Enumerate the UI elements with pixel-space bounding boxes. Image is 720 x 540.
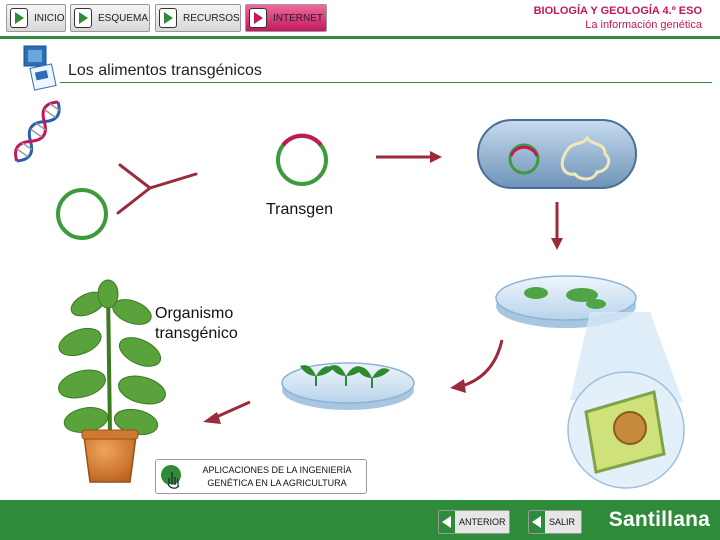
- header-divider: [0, 36, 720, 39]
- exit-button[interactable]: SALIR: [528, 510, 582, 534]
- link-line2: GENÉTICA EN LA AGRICULTURA: [207, 478, 347, 488]
- nav-inicio-label: INICIO: [34, 12, 65, 24]
- play-icon: [10, 8, 28, 28]
- play-icon: [159, 8, 177, 28]
- transgenic-process-diagram: [14, 100, 685, 489]
- inserted-gene-icon: [281, 133, 323, 147]
- nav-recursos-label: RECURSOS: [183, 12, 240, 24]
- footer-bar: [0, 500, 720, 540]
- nav-internet-label: INTERNET: [273, 12, 323, 24]
- arrow-down-icon: [551, 202, 563, 250]
- previous-label: ANTERIOR: [459, 517, 506, 527]
- play-icon: [74, 8, 92, 28]
- arrow-left-icon: [203, 400, 251, 424]
- nav-inicio-button[interactable]: INICIO: [6, 4, 66, 32]
- bacterium-icon: [477, 119, 637, 189]
- page-title: Los alimentos transgénicos: [68, 62, 262, 79]
- previous-button[interactable]: ANTERIOR: [438, 510, 510, 534]
- organism-label-line2: transgénico: [155, 325, 238, 342]
- organism-label-line1: Organismo: [155, 305, 234, 322]
- nav-internet-button[interactable]: INTERNET: [245, 4, 327, 32]
- document-icon: [23, 45, 57, 91]
- header-unit: La información genética: [585, 19, 702, 31]
- arrow-right-icon: [376, 151, 442, 163]
- top-navigation: INICIO ESQUEMA RECURSOS INTERNET BIOLOGÍ…: [0, 0, 720, 38]
- agriculture-applications-link[interactable]: APLICACIONES DE LA INGENIERÍA GENÉTICA E…: [155, 459, 367, 494]
- plasmid-ring-icon: [56, 188, 108, 240]
- arrow-left-icon: [529, 511, 545, 533]
- nav-recursos-button[interactable]: RECURSOS: [155, 4, 241, 32]
- title-underline: [60, 82, 712, 83]
- pointer-hand-icon: [161, 465, 181, 489]
- potted-plant-icon: [58, 279, 166, 483]
- arrow-left-icon: [439, 511, 455, 533]
- link-line1: APLICACIONES DE LA INGENIERÍA: [202, 465, 352, 475]
- dna-helix-icon: [14, 100, 61, 163]
- header-subject: BIOLOGÍA Y GEOLOGÍA 4.º ESO: [533, 5, 702, 17]
- nav-esquema-button[interactable]: ESQUEMA: [70, 4, 150, 32]
- exit-label: SALIR: [549, 517, 576, 527]
- header-course-info: BIOLOGÍA Y GEOLOGÍA 4.º ESO La informaci…: [534, 4, 702, 32]
- seedling-dish-icon: [281, 362, 415, 410]
- play-icon: [249, 8, 267, 28]
- arrow-curve-icon: [450, 339, 504, 393]
- nav-esquema-label: ESQUEMA: [98, 12, 149, 24]
- transgen-label: Transgen: [266, 201, 333, 218]
- magnified-plant-cell-icon: [567, 312, 685, 489]
- brand-logo: Santillana: [608, 508, 710, 531]
- joining-arrows: [116, 163, 198, 215]
